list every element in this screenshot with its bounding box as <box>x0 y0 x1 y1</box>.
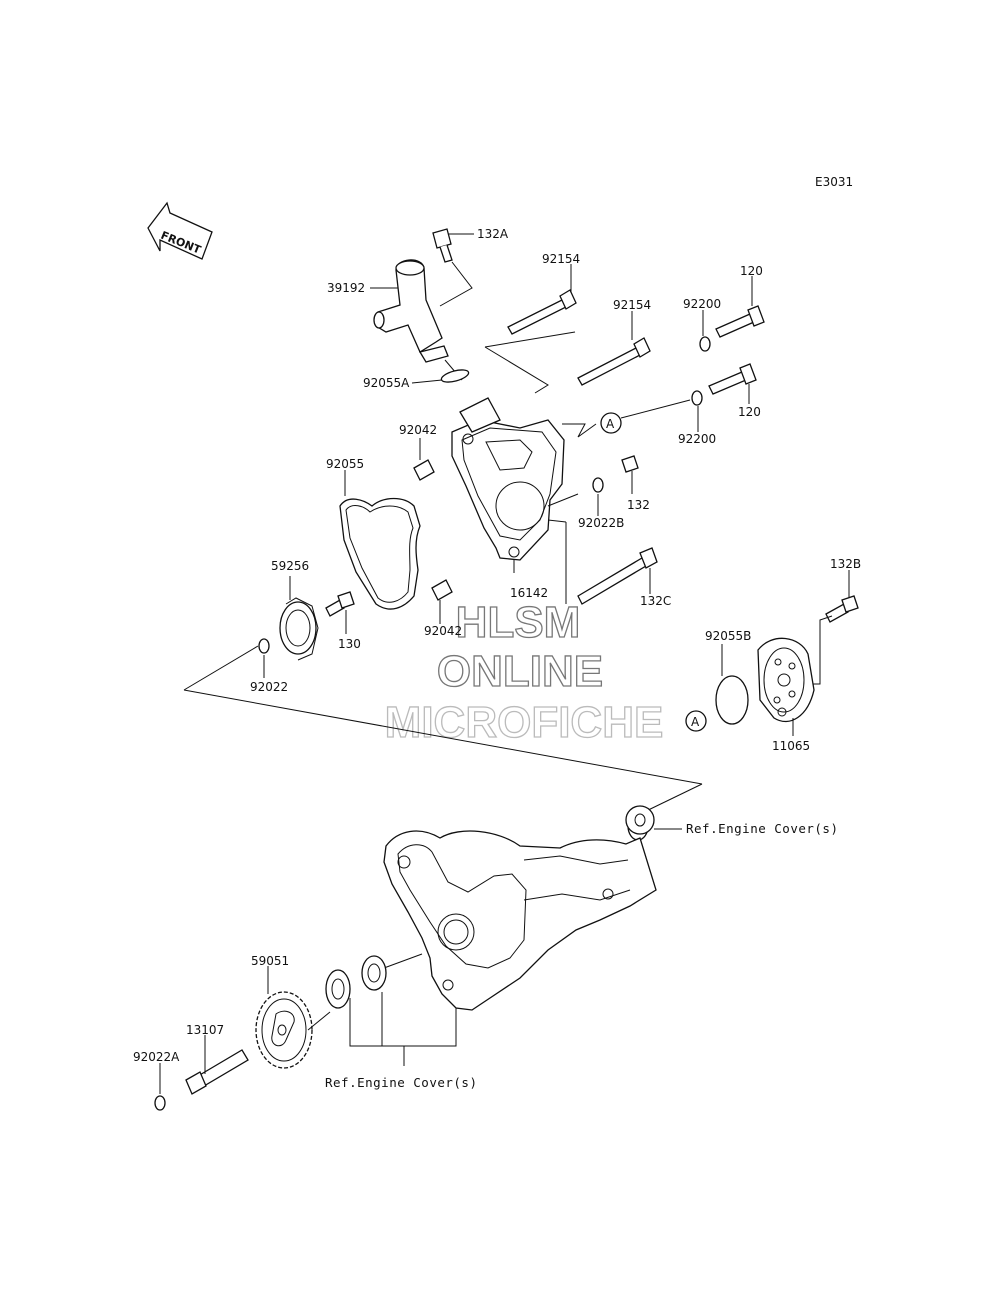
label-92055B: 92055B <box>705 629 751 643</box>
bolt-132A <box>432 228 453 263</box>
label-132B: 132B <box>830 557 861 571</box>
bolt-132 <box>621 455 639 473</box>
dowel-92042-lower <box>431 579 453 601</box>
label-92055A: 92055A <box>363 376 410 390</box>
water-pump-cover-16142 <box>451 397 565 561</box>
label-16142: 16142 <box>510 586 548 600</box>
gasket-92055 <box>339 497 421 610</box>
label-13107: 13107 <box>186 1023 224 1037</box>
ref-marker-a-upper-label: A <box>606 417 615 431</box>
bolt-92154-upper <box>507 289 577 335</box>
label-92055: 92055 <box>326 457 364 471</box>
label-130: 130 <box>338 637 361 651</box>
impeller-59256 <box>279 597 319 661</box>
washer-92200-lower <box>691 390 703 406</box>
bolt-92154-lower <box>577 337 651 386</box>
oil-seal <box>361 955 387 991</box>
label-120-upper: 120 <box>740 264 763 278</box>
watermark: HLSM ONLINE MICROFICHE <box>384 597 664 747</box>
washer-92200-upper <box>699 336 711 352</box>
bolt-120-lower <box>708 363 757 395</box>
shaft-13107 <box>185 1049 249 1095</box>
o-ring-92055B <box>715 675 749 725</box>
label-59051: 59051 <box>251 954 289 968</box>
watermark-line2: ONLINE <box>437 647 603 696</box>
label-92200-lower: 92200 <box>678 432 716 446</box>
label-132C: 132C <box>640 594 671 608</box>
bolt-132C <box>577 547 658 605</box>
washer-92022A <box>154 1095 166 1111</box>
label-132: 132 <box>627 498 650 512</box>
washer-92022 <box>258 638 270 654</box>
ref-marker-a-lower <box>685 710 707 732</box>
diagram-id: E3031 <box>815 175 853 189</box>
bolt-132B <box>825 595 859 623</box>
pump-cap-11065 <box>757 637 815 723</box>
label-59256: 59256 <box>271 559 309 573</box>
water-pipe-39192 <box>373 259 449 363</box>
washer-92022B <box>592 477 604 493</box>
label-11065: 11065 <box>772 739 810 753</box>
watermark-line1: HLSM <box>456 598 581 647</box>
bolt-130 <box>325 591 355 617</box>
o-ring-92055A <box>440 369 470 383</box>
label-92154-lower: 92154 <box>613 298 651 312</box>
label-ref-engine-cover-upper: Ref.Engine Cover(s) <box>686 821 839 836</box>
label-92200-upper: 92200 <box>683 297 721 311</box>
label-92022B: 92022B <box>578 516 624 530</box>
bearing <box>325 969 351 1009</box>
label-92042-upper: 92042 <box>399 423 437 437</box>
label-92042-lower: 92042 <box>424 624 462 638</box>
label-39192: 39192 <box>327 281 365 295</box>
ref-marker-a-lower-label: A <box>691 715 700 729</box>
label-92022: 92022 <box>250 680 288 694</box>
watermark-line3: MICROFICHE <box>385 698 664 747</box>
front-arrow-icon: FRONT <box>147 201 213 260</box>
ref-marker-a-upper <box>600 412 622 434</box>
dowel-92042-upper <box>413 459 435 481</box>
label-92022A: 92022A <box>133 1050 180 1064</box>
gear-59051 <box>255 991 313 1069</box>
engine-cover <box>383 830 657 1011</box>
oil-seal-engine-cover <box>625 805 655 841</box>
label-ref-engine-cover-lower: Ref.Engine Cover(s) <box>325 1075 478 1090</box>
bolt-120-upper <box>715 305 765 338</box>
label-92154-upper: 92154 <box>542 252 580 266</box>
label-120-lower: 120 <box>738 405 761 419</box>
label-132A: 132A <box>477 227 509 241</box>
